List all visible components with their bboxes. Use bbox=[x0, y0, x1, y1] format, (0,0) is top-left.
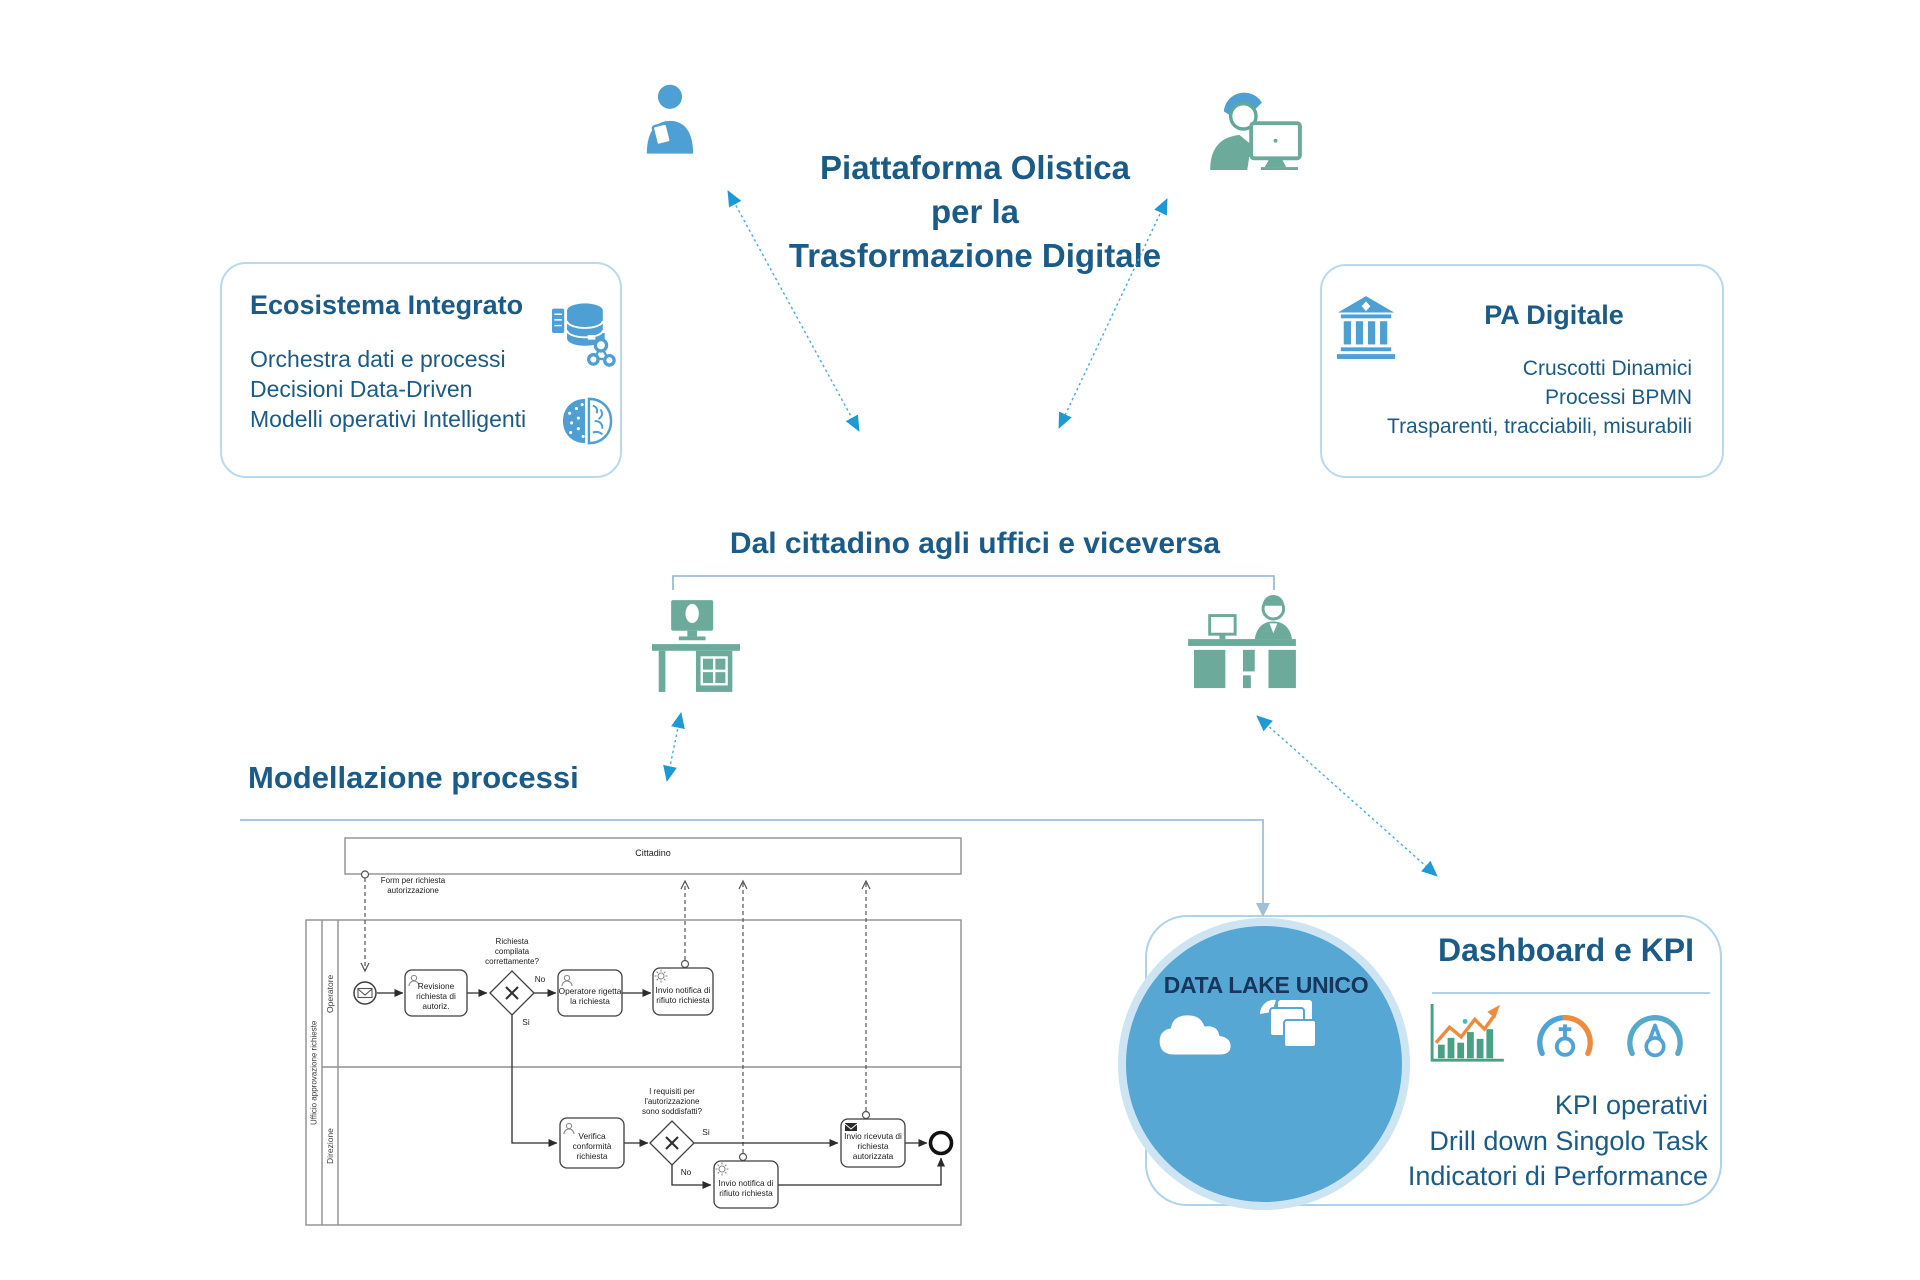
bpmn-form-label: Form per richiesta autorizzazione bbox=[380, 876, 446, 895]
bpmn-task-revisione: Revisione richiesta di autoriz. bbox=[416, 981, 456, 1011]
card-pa-body: Cruscotti Dinamici Processi BPMN Traspar… bbox=[1342, 354, 1692, 441]
card-pa-line2: Processi BPMN bbox=[1544, 386, 1692, 409]
message-start-icon bbox=[357, 987, 373, 999]
speedometer-icon bbox=[1627, 1015, 1683, 1058]
card-ecosistema-line3: Modelli operativi Intelligenti bbox=[250, 406, 527, 432]
bpmn-gateway2-label: I requisiti per l'autorizzazione sono so… bbox=[641, 1087, 703, 1116]
bpmn-lane-operatore-label: Operatore bbox=[325, 974, 335, 1013]
dashboard-title: Dashboard e KPI bbox=[1437, 932, 1695, 968]
data-lake-label: DATA LAKE UNICO bbox=[1163, 972, 1369, 998]
page-title: Piattaforma Olistica per la Trasformazio… bbox=[755, 146, 1195, 278]
bpmn-pool-cittadino-label: Cittadino bbox=[635, 848, 671, 858]
dashboard-body: KPI operativi Drill down Singolo Task In… bbox=[1320, 1088, 1708, 1195]
card-pa-title: PA Digitale bbox=[1484, 300, 1624, 330]
bpmn-no-label-2: No bbox=[680, 1167, 692, 1177]
bpmn-task-notifica-direzione: Invio notifica di rifiuto richiesta bbox=[718, 1177, 774, 1198]
database-network-icon bbox=[552, 303, 616, 367]
data-lake-circle bbox=[1118, 918, 1410, 1210]
person-computer-icon bbox=[1210, 92, 1302, 170]
page-title-line3: Trasformazione Digitale bbox=[788, 237, 1162, 274]
desk-computer-icon bbox=[652, 600, 740, 692]
card-pa-line3: Trasparenti, tracciabili, misurabili bbox=[1387, 415, 1692, 438]
bpmn-task-notifica-operatore: Invio notifica di rifiuto richiesta bbox=[655, 984, 711, 1005]
dashboard-line2: Drill down Singolo Task bbox=[1429, 1125, 1708, 1156]
office-desk-worker-icon bbox=[1188, 594, 1296, 689]
bank-icon bbox=[1336, 296, 1396, 359]
card-pa-digitale: PA Digitale Cruscotti Dinamici Processi … bbox=[1320, 264, 1724, 478]
cloud-icon bbox=[1159, 1015, 1231, 1055]
stacked-documents-icon bbox=[1259, 999, 1317, 1048]
card-pa-line1: Cruscotti Dinamici bbox=[1522, 357, 1692, 380]
dashboard-line1: KPI operativi bbox=[1554, 1090, 1708, 1120]
process-heading: Modellazione processi bbox=[248, 760, 579, 795]
bpmn-task-rigetta: Operatore rigetta la richiesta bbox=[558, 986, 622, 1006]
person-tablet-icon bbox=[646, 84, 694, 154]
dashboard-line3: Indicatori di Performance bbox=[1407, 1161, 1708, 1191]
bpmn-task-ricevuta: Invio ricevuta di richiesta autorizzata bbox=[844, 1131, 902, 1161]
card-ecosistema-title: Ecosistema Integrato bbox=[250, 290, 524, 320]
bpmn-task-verifica: Verifica conformità richiesta bbox=[572, 1131, 612, 1161]
gauge-dial-icon bbox=[1537, 1014, 1593, 1057]
card-ecosistema-body: Orchestra dati e processi Decisioni Data… bbox=[250, 344, 526, 434]
page-title-line1: Piattaforma Olistica bbox=[820, 149, 1130, 186]
page-title-line2: per la bbox=[930, 193, 1020, 230]
card-ecosistema-line1: Orchestra dati e processi bbox=[250, 346, 506, 372]
card-ecosistema-integrato: Ecosistema Integrato Orchestra dati e pr… bbox=[220, 262, 622, 478]
bpmn-lane-direzione-label: Direzione bbox=[325, 1128, 335, 1164]
bar-chart-trend-icon bbox=[1430, 1003, 1504, 1062]
bpmn-si-label-2: Si bbox=[702, 1127, 710, 1137]
middle-heading: Dal cittadino agli uffici e viceversa bbox=[729, 527, 1221, 560]
bracket bbox=[672, 575, 1275, 590]
card-ecosistema-line2: Decisioni Data-Driven bbox=[250, 376, 473, 402]
bpmn-gateway1-label: Richiesta compilata correttamente? bbox=[485, 937, 539, 966]
bpmn-si-label-1: Si bbox=[522, 1017, 530, 1027]
bpmn-pool-ufficio-label: Ufficio approvazione richieste bbox=[309, 1020, 319, 1125]
brain-icon bbox=[562, 397, 613, 445]
bpmn-no-label-1: No bbox=[534, 974, 546, 984]
